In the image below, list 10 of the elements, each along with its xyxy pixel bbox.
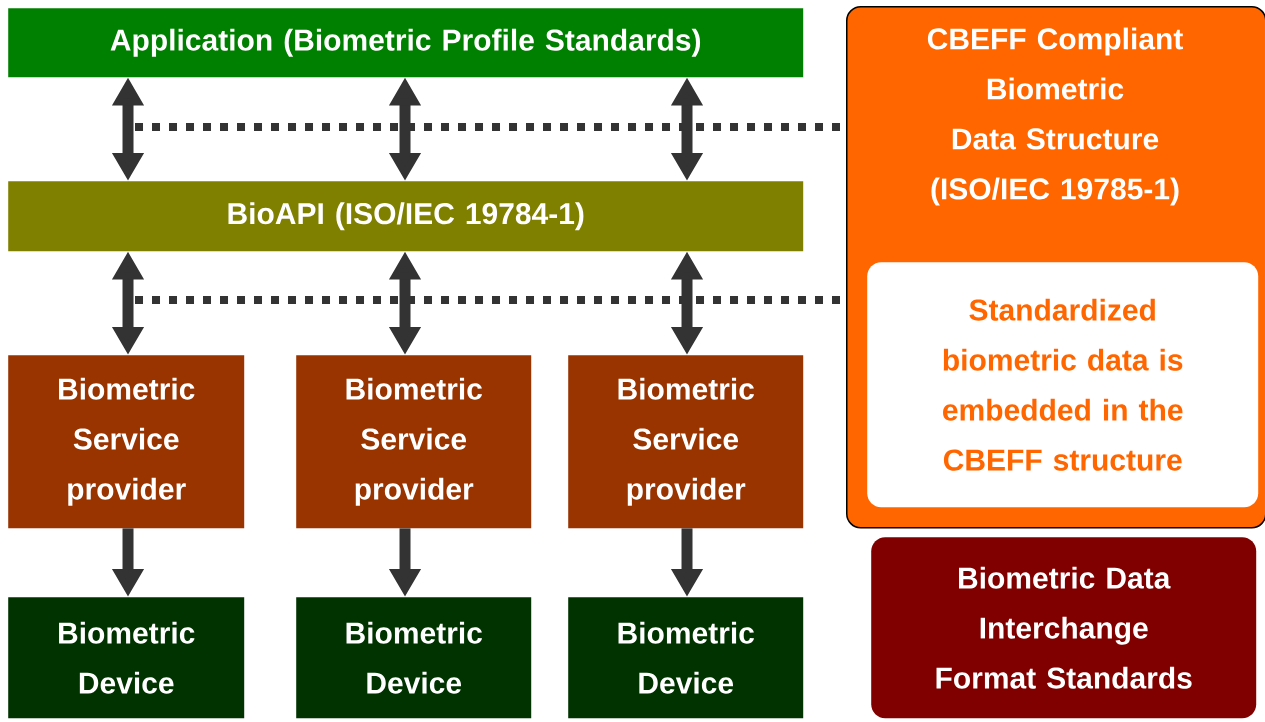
process-box: Biometric Service provider [8,355,245,529]
standards-box: Biometric Data Interchange Format Standards [871,537,1257,719]
note-box: Standardized biometric data is embedded in the CBEFF structure [867,262,1259,508]
header-bar: Application (Biometric Profile Standards) [8,8,804,78]
process-box: Biometric Service provider [296,355,532,529]
api-bar: BioAPI (ISO/IEC 19784-1) [8,181,804,252]
device-box: Biometric Device [296,597,532,719]
process-box: Biometric Service provider [568,355,804,529]
device-box: Biometric Device [8,597,245,719]
device-box: Biometric Device [568,597,804,719]
